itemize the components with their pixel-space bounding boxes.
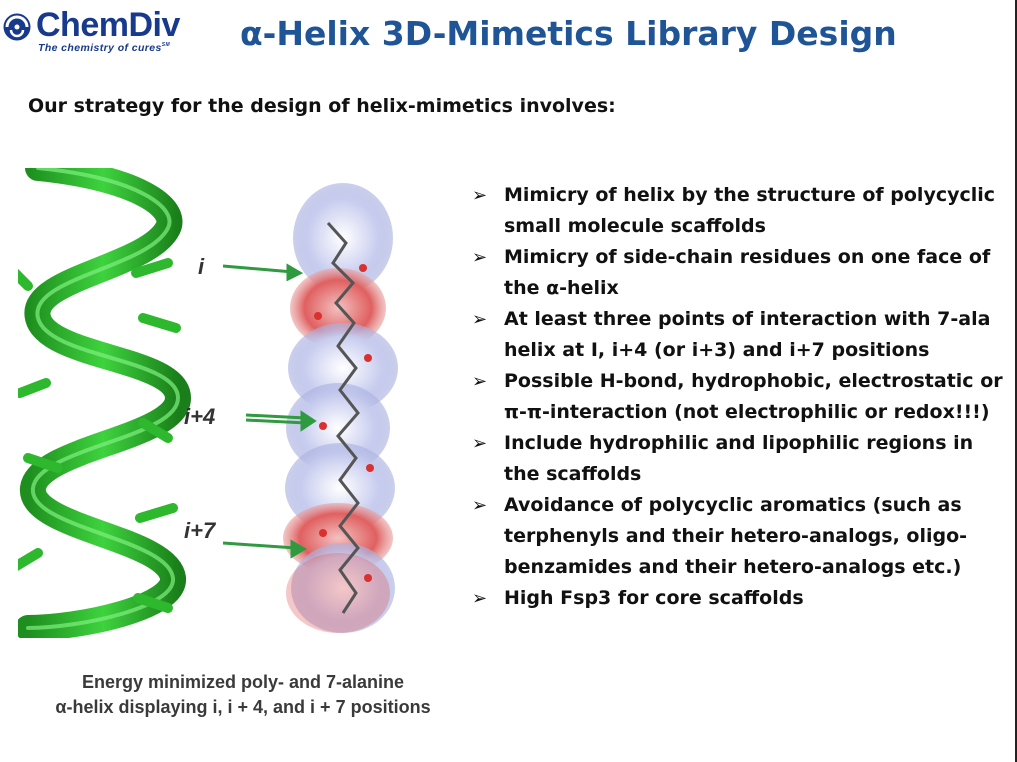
chemdiv-logo: ChemDiv The chemistry of curesSM bbox=[0, 4, 200, 60]
bullet-item: ➢Possible H-bond, hydrophobic, electrost… bbox=[472, 366, 1012, 428]
caption-line-2: α-helix displaying i, i + 4, and i + 7 p… bbox=[55, 697, 431, 717]
chemdiv-swirl-icon bbox=[3, 13, 31, 41]
slide-title: α-Helix 3D-Mimetics Library Design bbox=[240, 14, 897, 53]
strategy-intro: Our strategy for the design of helix-mim… bbox=[28, 95, 616, 117]
arrowhead-bullet-icon: ➢ bbox=[472, 185, 488, 206]
bullet-item: ➢At least three points of interaction wi… bbox=[472, 304, 1012, 366]
arrowhead-bullet-icon: ➢ bbox=[472, 495, 488, 516]
alpha-helix-ribbon bbox=[18, 168, 192, 638]
oxygen-atoms bbox=[314, 264, 374, 582]
alanine-backbone bbox=[326, 221, 360, 614]
arrowhead-bullet-icon: ➢ bbox=[472, 433, 488, 454]
arrowhead-bullet-icon: ➢ bbox=[472, 371, 488, 392]
logo-tagline: The chemistry of curesSM bbox=[38, 42, 171, 54]
position-labels: i i+4 i+7 bbox=[184, 254, 217, 543]
logo-wordmark: ChemDiv bbox=[36, 6, 180, 44]
strategy-bullet-list: ➢Mimicry of helix by the structure of po… bbox=[472, 180, 1012, 614]
helix-figure: i i+4 i+7 bbox=[18, 168, 398, 638]
figure-caption: Energy minimized poly- and 7-alanine α-h… bbox=[28, 670, 458, 720]
label-i-plus-7: i+7 bbox=[184, 518, 217, 543]
label-i-plus-4: i+4 bbox=[184, 404, 215, 429]
caption-line-1: Energy minimized poly- and 7-alanine bbox=[81, 672, 405, 692]
bullet-item: ➢Include hydrophilic and lipophilic regi… bbox=[472, 428, 1012, 490]
position-arrows bbox=[222, 263, 317, 559]
electrostatic-surface bbox=[283, 183, 398, 633]
arrowhead-bullet-icon: ➢ bbox=[472, 309, 488, 330]
arrowhead-bullet-icon: ➢ bbox=[472, 247, 488, 268]
slide-edge-divider bbox=[1015, 0, 1017, 762]
bullet-item: ➢Mimicry of side-chain residues on one f… bbox=[472, 242, 1012, 304]
label-i: i bbox=[198, 254, 205, 279]
arrowhead-bullet-icon: ➢ bbox=[472, 588, 488, 609]
bullet-item: ➢High Fsp3 for core scaffolds bbox=[472, 583, 1012, 614]
bullet-item: ➢Mimicry of helix by the structure of po… bbox=[472, 180, 1012, 242]
bullet-item: ➢Avoidance of polycyclic aromatics (such… bbox=[472, 490, 1012, 583]
